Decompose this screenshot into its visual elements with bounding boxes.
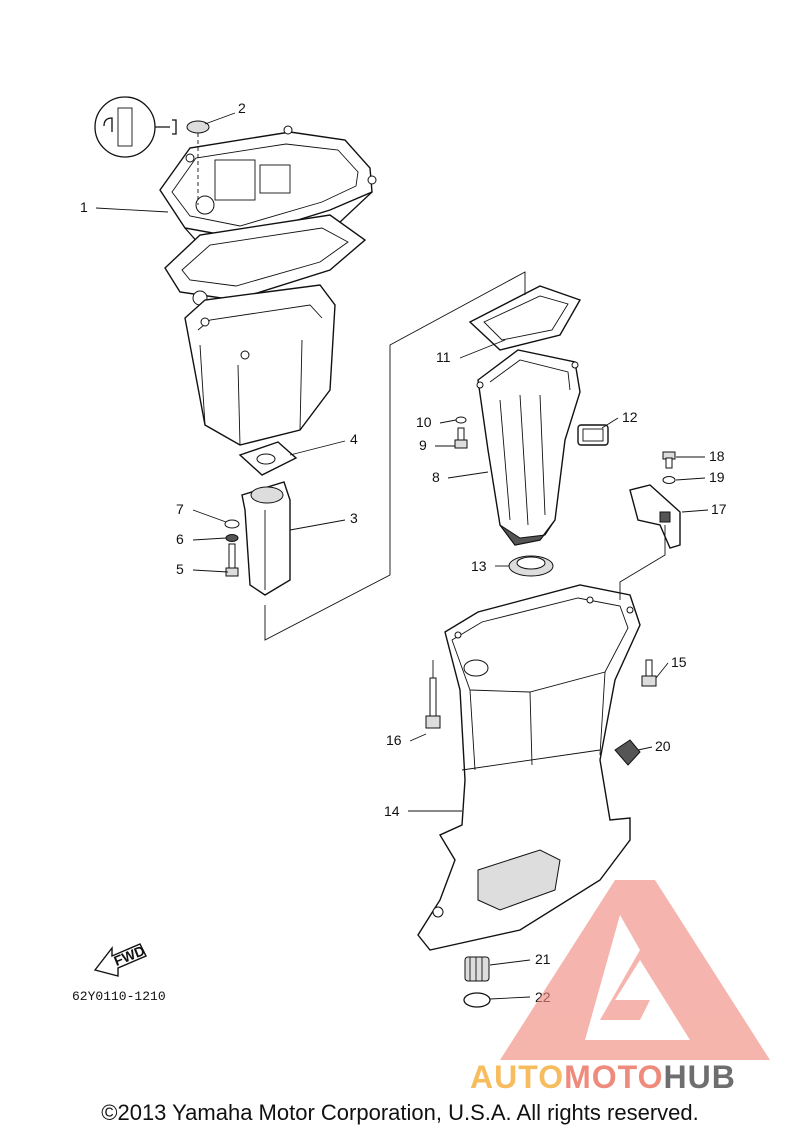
- bolt-part-9: [454, 427, 468, 449]
- inset-detail: [94, 96, 177, 158]
- bolt-part-16: [425, 677, 441, 729]
- label-13: 13: [471, 558, 487, 574]
- watermark-auto: AUTO: [470, 1059, 564, 1095]
- watermark-triangle-icon: [500, 880, 770, 1060]
- label-10: 10: [416, 414, 432, 430]
- gasket-part-4: [238, 441, 298, 476]
- washer-part-2: [186, 120, 210, 134]
- exhaust-manifold-part-8: [476, 349, 581, 546]
- label-14: 14: [384, 803, 400, 819]
- bolt-part-15: [641, 659, 657, 687]
- svg-text:AUTOMOTOHUB: AUTOMOTOHUB: [470, 1059, 736, 1095]
- label-20: 20: [655, 738, 671, 754]
- bolt-part-18: [662, 451, 676, 469]
- label-18: 18: [709, 448, 725, 464]
- label-6: 6: [176, 531, 184, 547]
- watermark-hub: HUB: [663, 1059, 735, 1095]
- watermark-moto: MOTO: [564, 1059, 663, 1095]
- exhaust-guide-part-3: [241, 481, 291, 596]
- label-1: 1: [80, 199, 88, 215]
- seal-part-13: [508, 555, 554, 577]
- fwd-label: FWD: [112, 942, 148, 969]
- bracket-part-17: [629, 484, 681, 549]
- label-9: 9: [419, 437, 427, 453]
- diagram-part-number: 62Y0110-1210: [72, 989, 166, 1004]
- label-2: 2: [238, 100, 246, 116]
- label-12: 12: [622, 409, 638, 425]
- label-5: 5: [176, 561, 184, 577]
- label-21: 21: [535, 951, 551, 967]
- grommet-part-20: [614, 739, 641, 766]
- part-labels: 1 2 3 4 5 6 7 8 9 10 11 12 13 14 15 16 1…: [80, 100, 727, 1005]
- leader-lines: [95, 112, 709, 1000]
- label-19: 19: [709, 469, 725, 485]
- gear-part-21: [464, 956, 490, 982]
- label-4: 4: [350, 431, 358, 447]
- label-3: 3: [350, 510, 358, 526]
- washer-part-10: [455, 416, 467, 424]
- automotohub-watermark: AUTOMOTOHUB: [470, 880, 770, 1095]
- label-8: 8: [432, 469, 440, 485]
- label-15: 15: [671, 654, 687, 670]
- label-11: 11: [436, 349, 451, 365]
- upper-casing-part-1: [159, 125, 377, 446]
- label-16: 16: [386, 732, 402, 748]
- damper-part-12: [577, 424, 609, 446]
- washer-part-19: [662, 476, 676, 484]
- label-17: 17: [711, 501, 727, 517]
- upper-case-part-14: [417, 584, 641, 951]
- fwd-arrow-icon: FWD: [93, 942, 148, 977]
- washer-part-7: [224, 519, 240, 529]
- gasket-part-11: [468, 285, 582, 351]
- label-7: 7: [176, 501, 184, 517]
- assembly-guide-lines: [264, 271, 666, 678]
- washer-part-6: [225, 534, 239, 542]
- bolt-part-5: [225, 543, 239, 577]
- circlip-part-22: [463, 992, 491, 1008]
- copyright-footer: ©2013 Yamaha Motor Corporation, U.S.A. A…: [101, 1100, 699, 1125]
